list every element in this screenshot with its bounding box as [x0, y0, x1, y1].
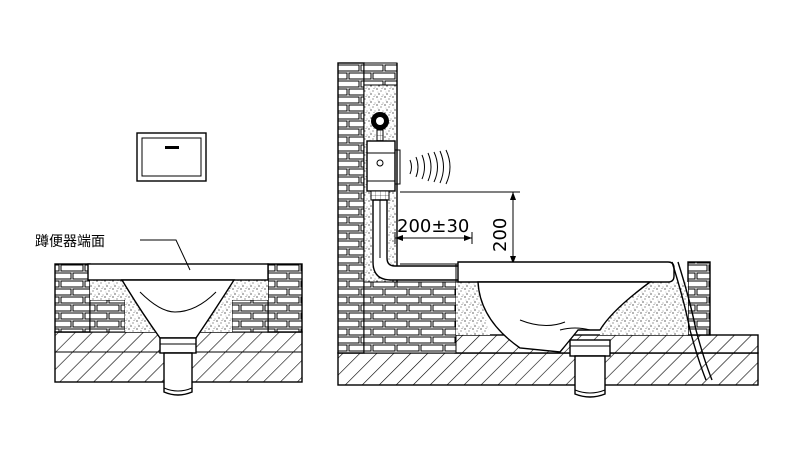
left-view: 蹲便器端面 [35, 132, 303, 396]
horizontal-dimension: 200±30 [394, 216, 473, 244]
brick-wall-left-a [54, 263, 91, 333]
right-view: 200±30 200 [337, 62, 759, 398]
brick-wall-right [337, 62, 365, 354]
floor-slab-right [337, 352, 759, 386]
drain-pipe-right [574, 355, 606, 398]
horizontal-dim-label: 200±30 [397, 216, 469, 237]
pan-surface-leader [140, 239, 191, 271]
drain-pipe-left [163, 352, 193, 396]
flush-pipe [372, 199, 461, 281]
wall-panel-icon [136, 132, 207, 182]
squat-pan-side-rim [457, 261, 675, 283]
infrared-sensor-waves-icon [409, 149, 451, 185]
sensor-head-icon [371, 112, 389, 142]
flush-valve-icon [366, 140, 401, 201]
squat-pan-rim [87, 263, 269, 281]
supply-cable [671, 261, 707, 381]
brick-wall-left-b [267, 263, 303, 333]
pan-surface-label: 蹲便器端面 [35, 234, 105, 250]
vertical-dim-label: 200 [490, 218, 511, 252]
